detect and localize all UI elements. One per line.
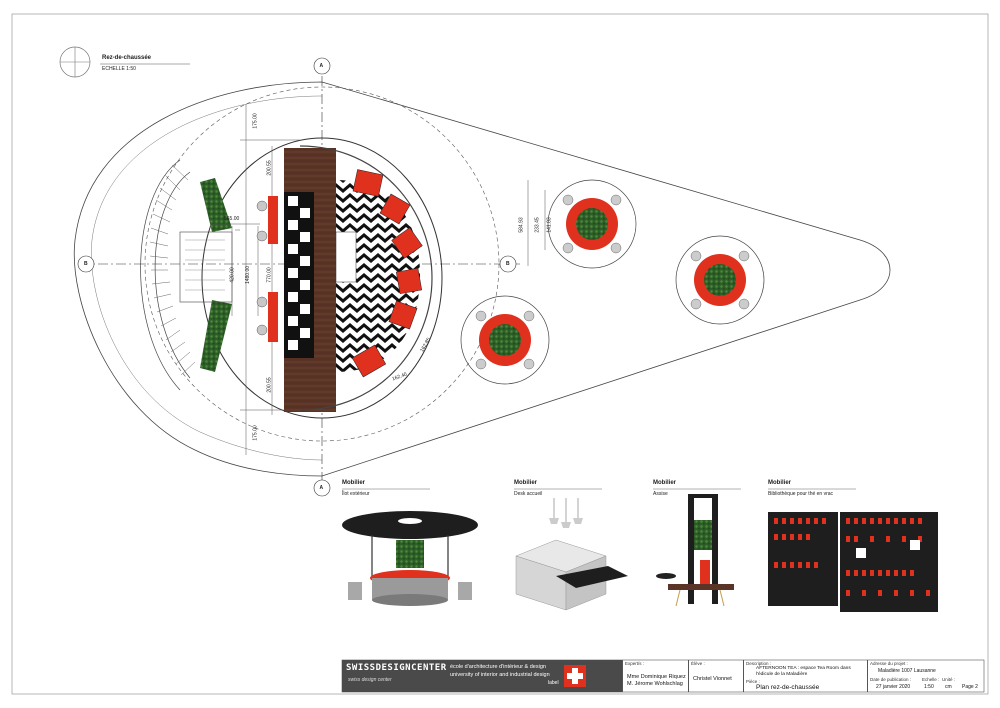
- dim-label: 175.00: [252, 425, 259, 441]
- eleve-name: Christel Vionnet: [693, 676, 732, 682]
- mobilier-subtitle: Assise: [653, 491, 668, 497]
- staircase: [140, 159, 233, 391]
- mobilier-subtitle: Bibliothèque pour thé en vrac: [768, 491, 834, 497]
- bar-counter: [284, 192, 314, 358]
- mobilier-title: Mobilier: [342, 480, 366, 486]
- label-text: label: [548, 680, 559, 686]
- mobilier-bibliotheque-illustration: [768, 512, 938, 612]
- mobilier-desk-illustration: [515, 498, 628, 611]
- tea-tables: [351, 169, 423, 378]
- dim-label: 175.00: [252, 113, 259, 129]
- experts-label: Expert/s :: [625, 661, 645, 666]
- school-logo-panel: SWISSDESIGNCENTER swiss design center éc…: [342, 660, 622, 692]
- section-markers: [77, 57, 517, 497]
- mobilier-subtitle: Desk accueil: [514, 491, 543, 497]
- description-label: Description :: [746, 661, 772, 666]
- stools: [256, 200, 268, 336]
- outdoor-table-2: [675, 235, 765, 325]
- description-text: AFTERNOON TEA : espace Tea Room dans l'é…: [756, 666, 851, 677]
- eleve-label: Élève :: [691, 661, 705, 666]
- dim-label: 565.00: [224, 216, 240, 222]
- adresse-label: Adresse du projet :: [870, 661, 908, 666]
- mobilier-subtitle: Îlot extérieur: [342, 491, 370, 497]
- school-name-fr: école d'architecture d'intérieur & desig…: [450, 664, 546, 670]
- experts-cell: Expert/s : Mme Dominique Riquez M. Jérom…: [622, 660, 688, 692]
- dim-label: 1480.00: [245, 265, 252, 285]
- dim-label: 141.83: [546, 217, 553, 233]
- dim-label: 200.55: [266, 377, 273, 393]
- outdoor-table-3: [460, 295, 550, 385]
- eleve-cell: Élève : Christel Vionnet: [688, 660, 743, 692]
- mobilier-title: Mobilier: [653, 480, 677, 486]
- dim-label: 584.93: [518, 217, 525, 233]
- dim-label: 770.00: [266, 267, 273, 283]
- building-outline: [73, 81, 891, 477]
- dim-label: 200.55: [266, 160, 273, 176]
- section-mark-right: B: [506, 261, 510, 267]
- description-cell: Description : AFTERNOON TEA : espace Tea…: [743, 660, 867, 692]
- mobilier-title: Mobilier: [768, 480, 792, 486]
- label-logo-icon: [564, 665, 586, 687]
- echelle-text: 1:50: [924, 684, 934, 690]
- dim-label: 233.45: [534, 217, 541, 233]
- outdoor-table-1: [527, 179, 637, 269]
- plan-scale: ECHELLE 1:50: [102, 66, 136, 72]
- section-mark-top: A: [319, 63, 324, 69]
- adresse-cell: Adresse du projet : Maladière 1007 Lausa…: [867, 660, 984, 692]
- mobilier-assise-illustration: [656, 494, 734, 607]
- piece-text: Plan rez-de-chaussée: [756, 684, 820, 691]
- expert-1: Mme Dominique Riquez: [627, 674, 686, 680]
- page-number: Page 2: [962, 684, 978, 690]
- school-logo-text: SWISSDESIGNCENTER: [346, 663, 447, 673]
- mobilier-title: Mobilier: [514, 480, 538, 486]
- dim-label: 420.00: [229, 267, 236, 283]
- date-text: 27 janvier 2020: [876, 684, 911, 690]
- expert-2: M. Jérome Wohlschlag: [627, 681, 683, 687]
- adresse-text: Maladière 1007 Lausanne: [878, 668, 936, 674]
- sheet-border: [11, 13, 989, 695]
- unite-label: Unité :: [942, 677, 956, 682]
- plan-title: Rez-de-chaussée: [102, 55, 152, 61]
- dimension-lines: [210, 104, 300, 455]
- mobilier-ilot-illustration: [342, 511, 478, 606]
- school-logo-subtitle: swiss design center: [348, 677, 392, 683]
- piece-label: Pièce :: [746, 679, 760, 684]
- section-mark-left: B: [84, 261, 88, 267]
- echelle-label: Echelle :: [922, 677, 940, 682]
- section-mark-bottom: A: [319, 485, 324, 491]
- north-arrow-icon: [59, 46, 91, 78]
- school-name-en: university of interior and industrial de…: [450, 672, 550, 678]
- unite-text: cm: [945, 684, 952, 690]
- date-label: Date de publication :: [870, 677, 912, 682]
